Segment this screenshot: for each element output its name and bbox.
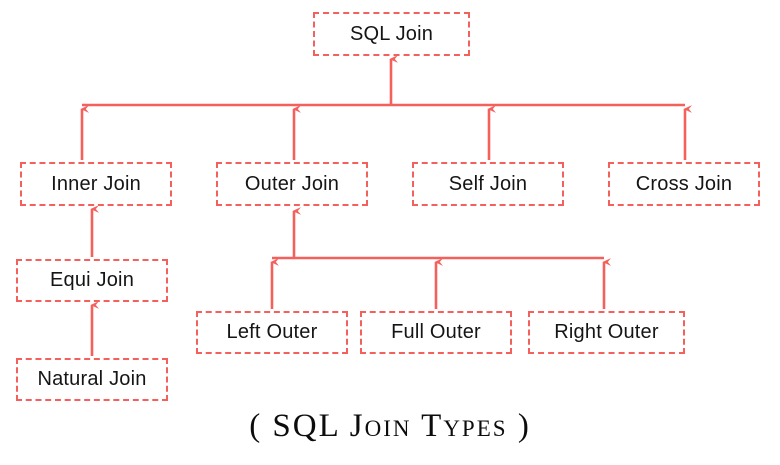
node-label-left-outer: Left Outer — [226, 321, 318, 343]
node-right-outer[interactable]: Right Outer — [528, 311, 685, 354]
node-left-outer[interactable]: Left Outer — [196, 311, 348, 354]
node-cross-join[interactable]: Cross Join — [608, 162, 760, 206]
node-outer-join[interactable]: Outer Join — [216, 162, 368, 206]
node-sql-join[interactable]: SQL Join — [313, 12, 470, 56]
node-label-self-join: Self Join — [448, 172, 528, 195]
node-equi-join[interactable]: Equi Join — [16, 259, 168, 302]
node-label-full-outer: Full Outer — [391, 321, 481, 343]
node-full-outer[interactable]: Full Outer — [360, 311, 512, 354]
node-natural-join[interactable]: Natural Join — [16, 358, 168, 401]
node-label-equi-join: Equi Join — [49, 269, 135, 291]
node-label-inner-join: Inner Join — [51, 172, 141, 195]
node-label-cross-join: Cross Join — [635, 172, 733, 195]
node-label-sql-join: SQL Join — [349, 22, 434, 45]
node-inner-join[interactable]: Inner Join — [20, 162, 172, 206]
node-label-outer-join: Outer Join — [244, 172, 340, 195]
node-self-join[interactable]: Self Join — [412, 162, 564, 206]
diagram-caption: ( SQL Join Types ) — [249, 408, 531, 444]
node-label-right-outer: Right Outer — [554, 321, 659, 343]
node-label-natural-join: Natural Join — [37, 368, 147, 390]
